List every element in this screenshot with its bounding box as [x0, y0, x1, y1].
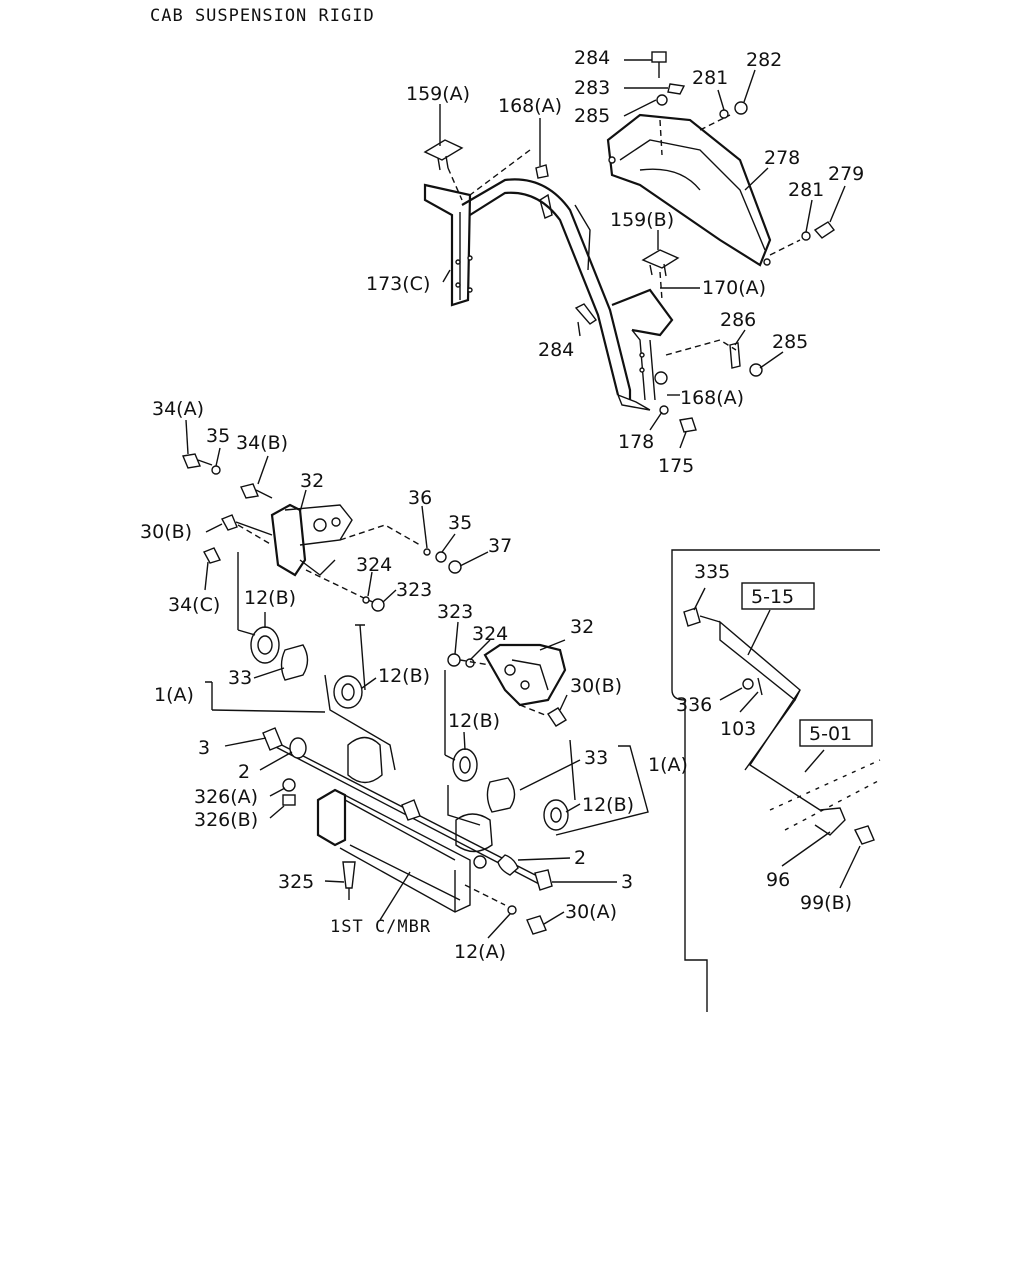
label-12b-3: 12(B): [448, 710, 500, 732]
label-12b-2: 12(B): [378, 665, 430, 687]
label-159b: 159(B): [610, 209, 674, 231]
label-96: 96: [766, 869, 790, 891]
label-2: 2: [238, 761, 250, 783]
label-286: 286: [720, 309, 756, 331]
label-168a: 168(A): [498, 95, 562, 117]
label-283: 283: [574, 77, 610, 99]
label-5-15: 5-15: [751, 586, 794, 608]
label-30b: 30(B): [140, 521, 192, 543]
first-cross-member: [316, 788, 547, 935]
label-159a: 159(A): [406, 83, 470, 105]
label-33: 33: [228, 667, 252, 689]
label-168a2: 168(A): [680, 387, 744, 409]
label-335: 335: [694, 561, 730, 583]
part-labels: 284 283 285 281 282 159(A) 168(A) 278 28…: [140, 47, 864, 963]
left-bracket-assembly: [182, 453, 462, 612]
label-12a: 12(A): [454, 941, 506, 963]
label-36: 36: [408, 487, 432, 509]
label-284b: 284: [538, 339, 574, 361]
label-35: 35: [206, 425, 230, 447]
label-173c: 173(C): [366, 273, 430, 295]
label-170a: 170(A): [702, 277, 766, 299]
label-99b: 99(B): [800, 892, 852, 914]
label-281: 281: [692, 67, 728, 89]
label-30b-2: 30(B): [570, 675, 622, 697]
label-178: 178: [618, 431, 654, 453]
diagram-title: CAB SUSPENSION RIGID: [150, 6, 375, 26]
label-1a-2: 1(A): [648, 754, 688, 776]
inset-panel: [671, 549, 881, 1012]
ref-box-5-15: [741, 582, 815, 610]
label-1st-cmbr: 1ST C/MBR: [330, 917, 431, 937]
label-285: 285: [574, 105, 610, 127]
label-326a: 326(A): [194, 786, 258, 808]
label-30a: 30(A): [565, 901, 617, 923]
label-285b: 285: [772, 331, 808, 353]
upper-hardware: [574, 51, 836, 433]
label-35b: 35: [448, 512, 472, 534]
label-324b: 324: [472, 623, 508, 645]
label-32: 32: [300, 470, 324, 492]
label-175: 175: [658, 455, 694, 477]
label-278: 278: [764, 147, 800, 169]
shaft-assembly: [262, 727, 553, 891]
right-bracket-assembly: [447, 643, 567, 727]
label-279: 279: [828, 163, 864, 185]
label-34c: 34(C): [168, 594, 220, 616]
mount-components: [237, 552, 576, 853]
label-12b-4: 12(B): [582, 794, 634, 816]
label-323: 323: [396, 579, 432, 601]
label-37: 37: [488, 535, 512, 557]
label-12b: 12(B): [244, 587, 296, 609]
leader-lines: [185, 59, 861, 939]
label-3: 3: [198, 737, 210, 759]
label-336: 336: [676, 694, 712, 716]
label-103: 103: [720, 718, 756, 740]
cross-member-278: [606, 113, 801, 267]
label-34a: 34(A): [152, 398, 204, 420]
label-5-01: 5-01: [809, 723, 852, 745]
label-324: 324: [356, 554, 392, 576]
label-281b: 281: [788, 179, 824, 201]
label-284: 284: [574, 47, 610, 69]
label-282: 282: [746, 49, 782, 71]
label-1a: 1(A): [154, 684, 194, 706]
label-3b: 3: [621, 871, 633, 893]
bolt-284-head: [651, 51, 667, 63]
label-32b: 32: [570, 616, 594, 638]
label-323b: 323: [437, 601, 473, 623]
label-326b: 326(B): [194, 809, 258, 831]
label-34b: 34(B): [236, 432, 288, 454]
ref-box-5-01: [799, 719, 873, 747]
label-33b: 33: [584, 747, 608, 769]
upper-frame-assembly: [423, 139, 680, 411]
label-2b: 2: [574, 847, 586, 869]
label-325: 325: [278, 871, 314, 893]
